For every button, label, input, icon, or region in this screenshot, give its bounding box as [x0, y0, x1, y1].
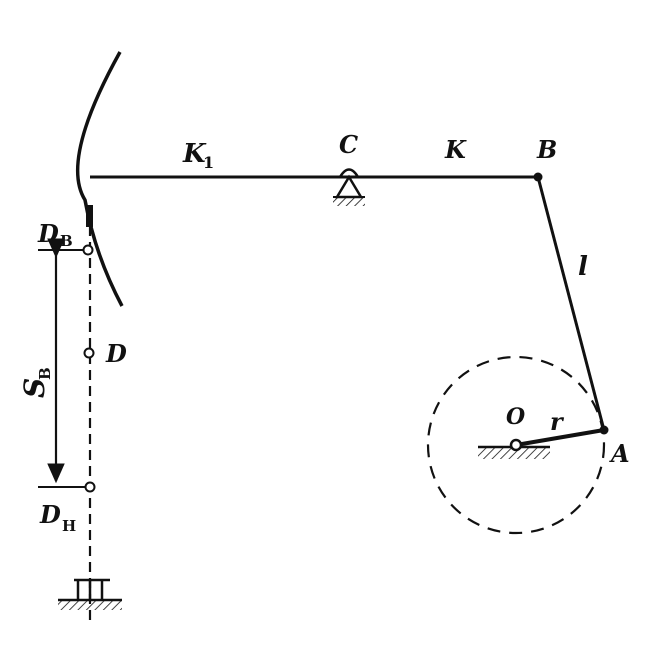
- label-db-sub: В: [60, 232, 73, 250]
- label-b: B: [536, 135, 557, 164]
- label-a: A: [609, 439, 630, 468]
- label-c: C: [339, 130, 358, 159]
- label-d: D: [105, 339, 127, 368]
- point-d: [83, 347, 95, 359]
- joint-a: [599, 425, 609, 435]
- connecting-rod: [536, 176, 606, 431]
- point-db: [82, 244, 94, 256]
- label-r: r: [550, 407, 565, 436]
- label-sb-sub: В: [36, 367, 54, 380]
- ground-slider: [58, 578, 122, 610]
- label-sb-group: S В: [18, 367, 54, 398]
- crank-circle: [426, 355, 606, 535]
- label-dh-sub: Н: [62, 517, 76, 535]
- label-o: O: [506, 404, 525, 430]
- label-sb: S: [18, 378, 51, 398]
- label-l: l: [578, 252, 588, 282]
- label-dh: D: [39, 500, 61, 529]
- crank-arm: [515, 428, 605, 447]
- point-dh: [84, 481, 96, 493]
- label-k1-sub: 1: [203, 153, 214, 172]
- arc-guide: [75, 51, 124, 307]
- pivot-c-support: [333, 168, 365, 206]
- label-k: K: [444, 135, 467, 164]
- ground-o: [478, 438, 550, 459]
- slider-block: [86, 205, 93, 227]
- label-k1: K: [182, 139, 207, 169]
- label-db: D: [37, 219, 59, 248]
